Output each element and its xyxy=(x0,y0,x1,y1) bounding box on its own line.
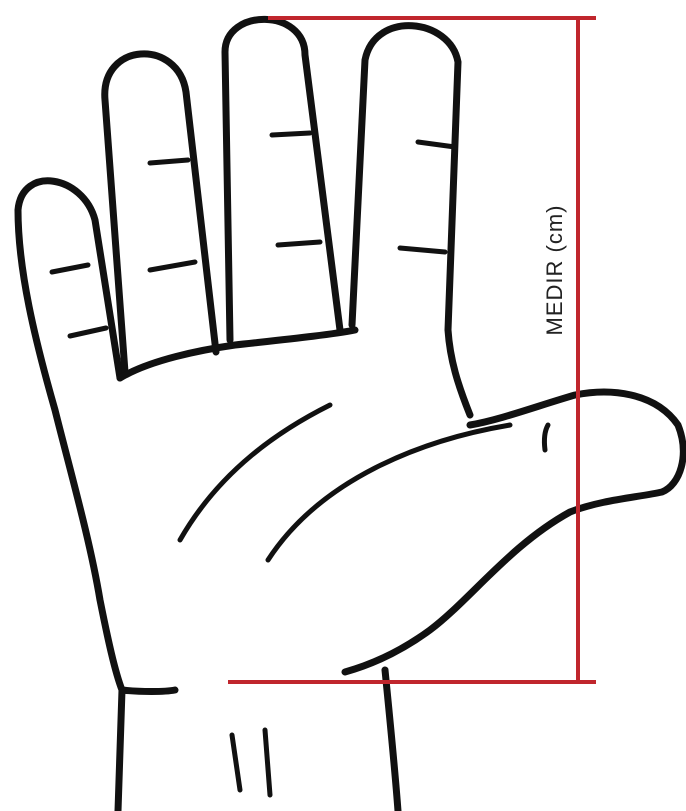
knuckle-crease xyxy=(418,142,455,147)
palm-top-edge xyxy=(120,330,355,378)
middle-finger-outline xyxy=(225,19,340,340)
knuckle-crease xyxy=(272,133,310,135)
thumb-crease xyxy=(544,425,548,450)
ring-finger-outline xyxy=(105,54,216,372)
index-finger-outline xyxy=(352,26,470,415)
wrist-right-edge xyxy=(385,670,398,811)
little-finger-outline xyxy=(18,181,122,690)
palm-crease-head xyxy=(268,425,510,560)
palm-base-edge xyxy=(122,690,175,692)
knuckle-crease xyxy=(52,265,88,272)
wrist-left-edge xyxy=(118,690,122,811)
knuckle-crease xyxy=(278,242,320,245)
hand-outline xyxy=(18,19,683,811)
knuckle-crease xyxy=(400,248,445,252)
palm-crease-heart xyxy=(180,405,330,540)
knuckle-crease xyxy=(150,262,195,270)
palm-creases xyxy=(180,405,548,560)
thumb-outline xyxy=(345,392,683,672)
measure-label: MEDIR (cm) xyxy=(542,205,567,336)
wrist-tendon-line xyxy=(232,735,240,790)
wrist-tendon-line xyxy=(265,730,270,795)
knuckle-crease xyxy=(70,328,106,336)
knuckle-crease xyxy=(150,160,188,163)
measurement-guide: MEDIR (cm) xyxy=(228,18,596,682)
